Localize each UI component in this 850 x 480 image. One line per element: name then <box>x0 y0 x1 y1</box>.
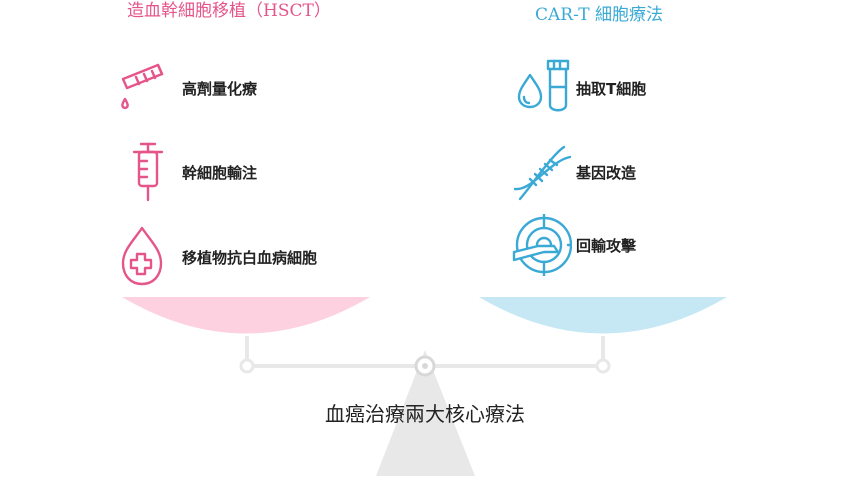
cart-item-label: 抽取T細胞 <box>576 79 647 98</box>
scale-base <box>376 350 475 476</box>
cart-item-label: 基因改造 <box>576 163 637 182</box>
left-pan <box>122 297 370 334</box>
left-post-joint <box>239 358 255 374</box>
hsct-item-high-dose-chemo: 高劑量化療 <box>118 57 257 119</box>
blood-drop-cross-icon <box>118 226 178 288</box>
target-icon <box>512 214 572 276</box>
cart-item-extract: 抽取T細胞 <box>512 57 646 119</box>
hsct-item-stem-cell-infusion: 幹細胞輸注 <box>118 141 257 203</box>
syringe-icon <box>118 141 178 203</box>
hsct-item-label: 高劑量化療 <box>182 79 258 98</box>
cart-item-label: 回輸攻擊 <box>576 236 637 255</box>
hsct-item-label: 幹細胞輸注 <box>182 163 258 182</box>
diagram-caption: 血癌治療兩大核心療法 <box>325 402 525 426</box>
hsct-title: 造血幹細胞移植（HSCT） <box>127 1 331 21</box>
hsct-item-label: 移植物抗白血病細胞 <box>182 248 318 267</box>
blood-tube-icon <box>512 57 572 119</box>
test-tube-icon <box>118 57 178 119</box>
cart-item-reinfuse: 回輸攻擊 <box>512 214 636 276</box>
cart-title: CAR-T 細胞療法 <box>535 5 663 25</box>
right-pan <box>479 297 727 334</box>
right-post-joint <box>595 358 611 374</box>
cart-item-gene-modify: 基因改造 <box>512 141 636 203</box>
dna-icon <box>512 141 572 203</box>
hsct-item-gvl: 移植物抗白血病細胞 <box>118 226 317 288</box>
